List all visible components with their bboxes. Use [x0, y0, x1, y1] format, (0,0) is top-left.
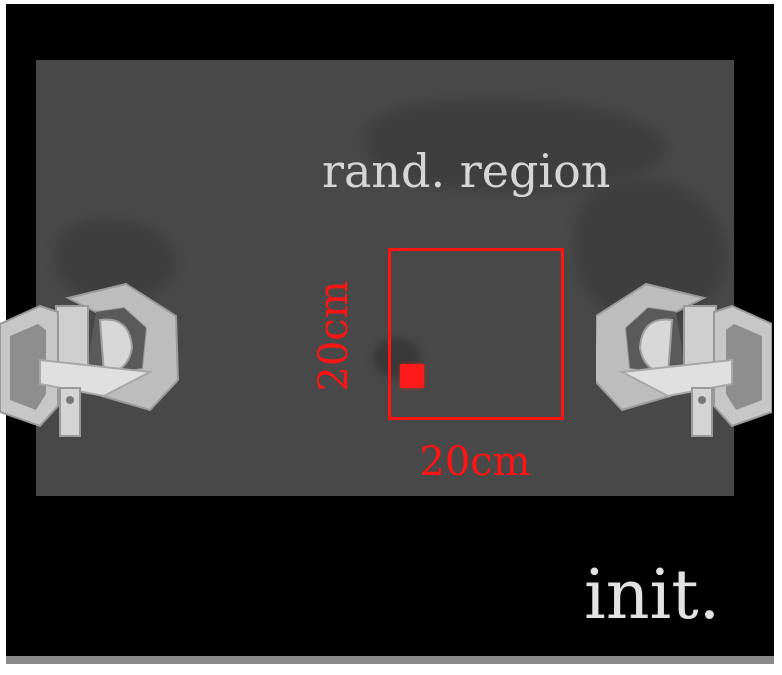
bottom-border — [6, 656, 774, 664]
robot-gripper-left-icon — [0, 282, 180, 437]
stage-label: init. — [584, 556, 721, 635]
robot-gripper-right-icon — [596, 282, 772, 437]
randomization-region — [388, 248, 564, 420]
region-height-label: 20cm — [311, 280, 357, 392]
table-shadow — [366, 100, 666, 190]
target-object — [400, 364, 424, 388]
region-width-label: 20cm — [419, 439, 531, 485]
region-label: rand. region — [322, 144, 611, 198]
